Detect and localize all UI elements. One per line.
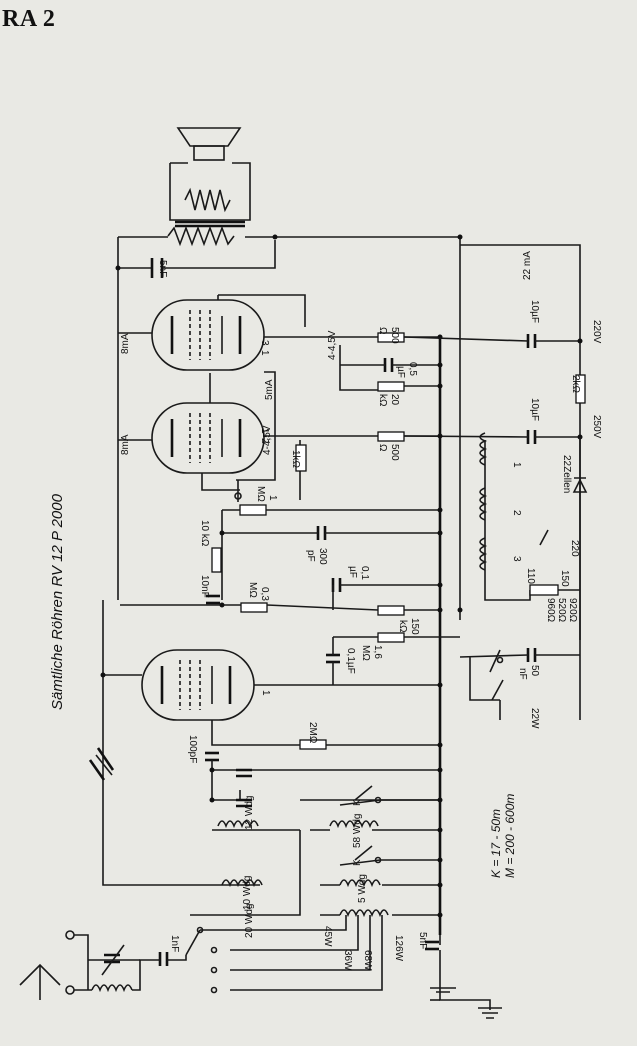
label-c01b: 0,1µF: [345, 648, 356, 674]
label-r2m: 2MΩ: [307, 722, 318, 744]
label-r960: 960Ω: [545, 598, 556, 623]
tube-output: [151, 299, 265, 371]
label-c01: 0,1: [359, 566, 370, 580]
label-pot1: 1: [267, 495, 278, 501]
tube-note: Sämtliche Röhren RV 12 P 2000: [49, 493, 66, 710]
label-v250: 250V: [591, 415, 602, 439]
loudspeaker-icon: [167, 127, 251, 247]
label-c300-unit: pF: [305, 550, 316, 562]
label-tap3: 3: [511, 556, 522, 562]
label-cur-22: 22 mA: [522, 251, 533, 280]
tube-detector: [141, 649, 255, 721]
label-pin-a: 1: [259, 350, 270, 356]
label-r500-mid: 500: [389, 444, 400, 461]
label-c05: 0,5: [407, 362, 418, 376]
label-r03: 0,3: [259, 587, 270, 601]
label-r10k: 10 kΩ: [199, 520, 210, 547]
label-c50n: 50: [529, 665, 540, 677]
label-range-k: K = 17 - 50m: [489, 809, 503, 878]
label-t68: 68W: [362, 950, 373, 971]
label-c1n: 1nF: [169, 935, 180, 952]
label-t220: 220: [569, 540, 580, 557]
label-r500-mid-unit: Ω: [377, 444, 388, 452]
label-pin-c: 1: [260, 690, 271, 696]
label-r520: 520Ω: [556, 598, 567, 623]
label-r150: 150: [409, 618, 420, 635]
label-c5n-top: 5nF: [157, 260, 168, 277]
label-pin-d: 3: [259, 340, 270, 346]
label-range-m: M = 200 - 600m: [503, 794, 517, 878]
label-cur-8a: 8mA: [120, 333, 131, 354]
label-tap1: 1: [511, 462, 522, 468]
label-r03-unit: MΩ: [247, 582, 258, 598]
label-c01-unit: µF: [347, 566, 358, 578]
label-coil-58: 58 Wdg: [352, 814, 363, 848]
label-r16: 1,6: [372, 645, 383, 659]
label-cur-8b: 8mA: [120, 434, 131, 455]
label-r16-unit: MΩ: [360, 645, 371, 661]
label-coil-20: 20 Wdg: [244, 904, 255, 938]
label-pot1-unit: MΩ: [255, 486, 266, 502]
label-coil-5: 5 Wdg: [357, 874, 368, 903]
label-cur-5: 5mA: [264, 379, 275, 400]
label-coil-10: 10 Wdg: [242, 876, 253, 910]
label-pin-b: 2: [259, 438, 270, 444]
label-coil-12: 12 Wdg: [244, 796, 255, 830]
label-r2k: 2kΩ: [570, 375, 581, 394]
label-r1k: 1kΩ: [290, 450, 301, 469]
label-r150-unit: kΩ: [397, 620, 408, 633]
label-c10u-a: 10µF: [529, 300, 540, 323]
label-t150: 150: [559, 570, 570, 587]
tube-driver: [151, 402, 265, 474]
label-selenium: 22Zellen: [561, 455, 572, 493]
label-bias-a: 4-4,5V: [327, 330, 338, 360]
label-c10u-b: 10µF: [529, 398, 540, 421]
label-r20k: 20: [389, 394, 400, 406]
label-c50n-unit: nF: [517, 668, 528, 680]
label-tap2: 2: [511, 510, 522, 516]
label-sw-k2: K: [352, 859, 363, 866]
label-t126: 126W: [393, 935, 404, 962]
label-r500-top-unit: Ω: [377, 327, 388, 335]
label-bias-b: 4-4,5V: [262, 425, 273, 455]
label-sw-k1: K: [352, 799, 363, 806]
label-r500-top: 500: [389, 327, 400, 344]
label-t110: 110: [525, 568, 536, 584]
label-p22w: 22W: [529, 708, 540, 729]
label-t45: 45W: [322, 926, 333, 947]
label-c10n: 10nF: [199, 575, 210, 598]
label-r20k-unit: kΩ: [377, 394, 388, 407]
label-c5n-bot: 5nF: [417, 932, 428, 949]
label-c300: 300: [317, 548, 328, 565]
label-c05-unit: µF: [395, 366, 406, 378]
label-c100: 100pF: [187, 735, 198, 763]
page-title: RA 2: [2, 6, 56, 32]
label-v220: 220V: [591, 320, 602, 344]
label-r920: 920Ω: [567, 598, 578, 623]
label-t36: 36W: [342, 950, 353, 971]
label-pin-e: 1: [259, 428, 270, 434]
